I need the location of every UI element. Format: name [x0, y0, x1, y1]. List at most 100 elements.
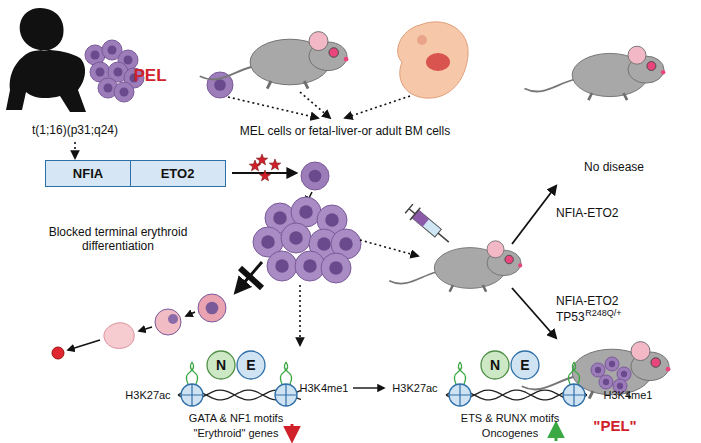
node-text: N: [490, 357, 500, 373]
nucleus: [617, 383, 623, 389]
nucleus: [120, 88, 129, 97]
cell: [605, 357, 619, 371]
cell: [114, 82, 134, 102]
genotype-label: NFIA-ETO2: [556, 295, 618, 309]
cell: [198, 294, 226, 322]
arrow: [139, 327, 152, 331]
nucleus: [275, 259, 289, 273]
nucleus: [595, 367, 601, 373]
arrow: [300, 92, 330, 118]
arrow: [299, 285, 301, 345]
mutation-star: [249, 160, 260, 171]
syringe: [404, 203, 454, 249]
histone-mark: H3K27ac: [392, 382, 437, 395]
factor-circle: E: [236, 350, 266, 380]
arrow: [353, 387, 384, 388]
nucleus: [114, 68, 123, 77]
genotype-label: NFIA-ETO2: [556, 207, 618, 221]
outcome-label: "PEL": [593, 417, 636, 434]
baby-silhouette: [6, 8, 86, 112]
node-text: NFIA: [73, 166, 103, 181]
mouse: [200, 32, 349, 89]
arrow: [236, 262, 262, 292]
factor-circle: N: [480, 350, 510, 380]
process-label: Blocked terminal erythroid differentiati…: [43, 226, 193, 254]
nucleus: [91, 51, 100, 60]
arrow: [555, 424, 558, 441]
nucleus: [325, 213, 339, 227]
arrow: [186, 312, 195, 316]
node-text: E: [246, 357, 255, 373]
motif-label: ETS & RUNX motifs: [461, 412, 559, 425]
cell-cluster: [253, 197, 361, 283]
motif-label: GATA & NF1 motifs: [189, 412, 283, 425]
nucleus: [206, 302, 219, 315]
cell: [321, 253, 351, 283]
gene-box: NFIA: [45, 160, 131, 187]
nucleus: [124, 56, 133, 65]
histone-mark: H3K27ac: [125, 389, 170, 402]
cell: [291, 197, 321, 227]
superscript-label: R248Q/+: [585, 308, 621, 318]
nucleus: [299, 205, 313, 219]
cell: [155, 309, 181, 335]
nucleus: [317, 237, 331, 251]
nucleus: [261, 235, 275, 249]
translocation-label: t(1;16)(p31;q24): [32, 124, 118, 138]
cell: [281, 223, 311, 253]
arrow: [512, 186, 556, 244]
factor-circle: N: [206, 350, 236, 380]
nucleosome: [275, 384, 297, 406]
mutation-star: [256, 154, 267, 165]
arrow: [345, 96, 410, 118]
nucleus: [104, 84, 113, 93]
arrow: [512, 288, 556, 338]
red-blood-cell: [52, 347, 64, 359]
reticulocyte: [104, 323, 134, 349]
node-text: N: [216, 357, 226, 373]
nucleus: [621, 371, 627, 377]
block-bar: [240, 268, 262, 288]
gene-box: ETO2: [130, 160, 226, 187]
arrow: [74, 142, 76, 158]
nucleus: [603, 379, 609, 385]
disease-label: PEL: [133, 66, 166, 86]
histone-mark: H3K4me1: [300, 382, 349, 395]
arrow: [360, 240, 418, 256]
histone-mark: H3K4me1: [604, 389, 653, 402]
cell: [295, 251, 325, 281]
nucleus: [289, 231, 303, 245]
arrow: [228, 97, 318, 118]
cell: [301, 162, 329, 190]
cell: [599, 375, 613, 389]
arrow: [68, 340, 100, 350]
outcome-label: No disease: [584, 161, 644, 175]
node-text: E: [520, 357, 529, 373]
node-text: ETO2: [161, 166, 195, 181]
gene-label: "Erythroid" genes: [194, 427, 279, 440]
nucleus: [329, 261, 343, 275]
source-label: MEL cells or fetal-liver-or adult BM cel…: [240, 125, 450, 139]
nucleus: [339, 237, 353, 251]
nucleus: [309, 170, 322, 183]
cell: [267, 251, 297, 281]
nucleus: [214, 79, 226, 91]
mouse: [525, 46, 666, 100]
embryo: [398, 22, 468, 98]
gene-label: Oncogenes: [482, 427, 538, 440]
mutation-star: [259, 170, 270, 181]
nucleus: [108, 46, 117, 55]
nucleus: [96, 68, 105, 77]
mutation-star: [269, 159, 280, 170]
nucleosome: [563, 384, 585, 406]
cell: [591, 363, 605, 377]
nucleosome: [181, 384, 203, 406]
nucleus: [273, 211, 287, 225]
mouse: [389, 241, 522, 292]
nucleus: [609, 361, 615, 367]
nucleus: [303, 259, 317, 273]
factor-circle: E: [510, 350, 540, 380]
arrow: [291, 424, 294, 440]
nucleus: [168, 314, 178, 324]
